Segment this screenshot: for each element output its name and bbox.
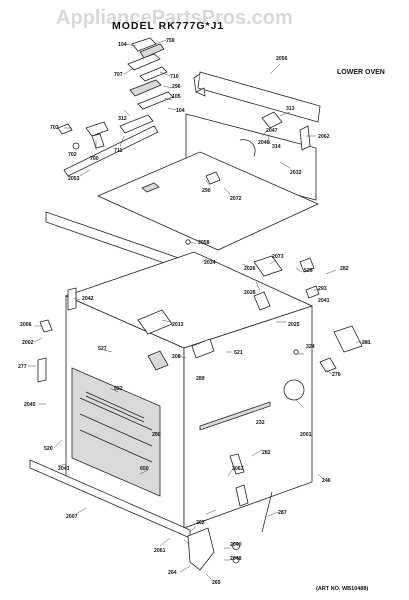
part-label: 702 xyxy=(68,152,77,158)
leader-lines xyxy=(28,39,370,581)
part-label: 707 xyxy=(114,72,123,78)
hinge-assembly xyxy=(57,37,174,150)
top-rear-panel xyxy=(193,71,321,123)
part-label: 246 xyxy=(322,478,331,484)
oven-top xyxy=(97,151,319,251)
part-label: 296 xyxy=(172,84,181,90)
part-label: 2061 xyxy=(154,548,166,554)
part-label: 2001 xyxy=(300,432,312,438)
part-label: 2063 xyxy=(232,466,244,472)
part-label: 208 xyxy=(172,354,181,360)
part-label: 700 xyxy=(90,156,99,162)
part-label: 710 xyxy=(170,74,179,80)
part-label: 2056 xyxy=(276,56,288,62)
part-label: 703 xyxy=(50,125,59,131)
part-label: 2062 xyxy=(318,134,330,140)
part-label: 2006 xyxy=(20,322,32,328)
part-label: 2053 xyxy=(68,176,80,182)
part-label: 2045 xyxy=(24,402,36,408)
part-label: 282 xyxy=(340,266,349,272)
back-panel xyxy=(185,111,317,201)
part-label: 232 xyxy=(256,420,265,426)
part-label: 293 xyxy=(318,286,327,292)
part-label: 200 xyxy=(152,432,161,438)
part-label: 522 xyxy=(114,386,123,392)
part-label: 2042 xyxy=(82,296,94,302)
diagram-subtitle: LOWER OVEN xyxy=(337,69,385,76)
part-label: 2040 xyxy=(230,542,242,548)
body-components xyxy=(37,255,363,475)
part-label: 2041 xyxy=(318,298,330,304)
part-label: 527 xyxy=(98,346,107,352)
base-parts xyxy=(29,459,273,571)
oven-body xyxy=(64,251,314,529)
part-labels: 104 759 707 710 296 105 104 312 711 703 … xyxy=(18,38,371,586)
part-label: 264 xyxy=(168,570,177,576)
part-label: 265 xyxy=(212,580,221,586)
part-label: 104 xyxy=(176,108,185,114)
part-label: 276 xyxy=(332,372,341,378)
watermark: AppliancePartsPros.com xyxy=(56,7,293,29)
part-label: 290 xyxy=(202,188,211,194)
part-label: 324 xyxy=(306,344,315,350)
part-label: 289 xyxy=(196,376,205,382)
part-label: 314 xyxy=(272,144,281,150)
part-label: 711 xyxy=(114,148,122,154)
part-label: 104 xyxy=(118,42,127,48)
part-label: 2002 xyxy=(22,340,34,346)
part-label: 2073 xyxy=(272,254,284,260)
part-label: 2046 xyxy=(258,140,270,146)
diagram-title: MODEL RK777G*J1 xyxy=(112,20,224,32)
part-label: 2043 xyxy=(58,466,70,472)
part-label: 287 xyxy=(278,510,287,516)
part-label: 2026 xyxy=(244,266,256,272)
part-label: 262 xyxy=(196,520,205,526)
part-label: 521 xyxy=(234,350,243,356)
part-label: 277 xyxy=(18,364,27,370)
part-label: 2013 xyxy=(172,322,184,328)
part-label: 312 xyxy=(118,116,127,122)
part-label: 2047 xyxy=(266,128,278,134)
part-label: 759 xyxy=(166,38,175,44)
part-label: 2028 xyxy=(244,290,256,296)
part-label: 2048 xyxy=(230,556,242,562)
part-label: 281 xyxy=(362,340,371,346)
part-label: 282 xyxy=(262,450,271,456)
side-strip xyxy=(63,125,159,177)
part-label: 520 xyxy=(44,446,53,452)
part-label: 2007 xyxy=(66,514,78,520)
part-label: 2034 xyxy=(204,260,216,266)
part-label: 2032 xyxy=(290,170,302,176)
part-label: 2072 xyxy=(230,196,242,202)
part-label: 105 xyxy=(172,94,181,100)
art-number: (ART NO. WB10488) xyxy=(316,586,368,592)
part-label: 2058 xyxy=(198,240,210,246)
part-label: 2025 xyxy=(288,322,300,328)
part-label: 313 xyxy=(286,106,295,112)
part-label: 650 xyxy=(140,466,149,472)
part-label: 526 xyxy=(304,268,313,274)
